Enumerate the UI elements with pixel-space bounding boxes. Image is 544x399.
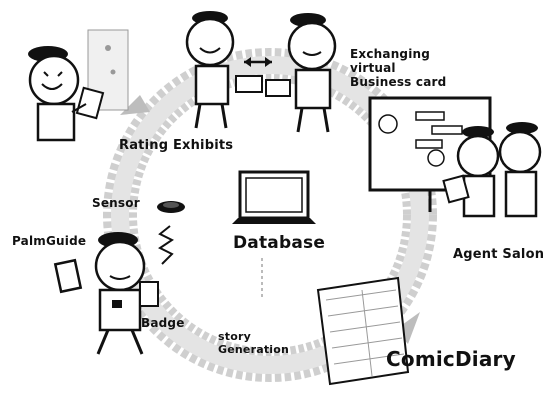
label-comic-diary: ComicDiary	[386, 347, 516, 371]
agent-salon-people	[442, 122, 542, 218]
laptop-icon	[232, 170, 316, 300]
label-database: Database	[233, 233, 326, 253]
exchange-person-right	[265, 13, 337, 133]
exchange-person-left	[185, 11, 263, 129]
label-story-generation: story Generation	[218, 330, 290, 356]
double-arrow-icon	[244, 57, 272, 67]
label-palmguide: PalmGuide	[12, 234, 87, 248]
label-rating-exhibits: Rating Exhibits	[119, 138, 234, 153]
label-agent-salon: Agent Salon	[453, 247, 544, 262]
rating-person-figure	[28, 46, 105, 142]
label-badge: Badge	[141, 316, 185, 330]
eye-sensor-icon	[157, 201, 185, 213]
badge-person-figure	[53, 232, 159, 355]
label-sensor: Sensor	[92, 196, 140, 210]
label-exchanging-business-card: Exchanging virtual Business card	[350, 47, 447, 89]
zigzag-signal-icon	[158, 225, 174, 265]
comic-diary-paper	[316, 276, 410, 386]
